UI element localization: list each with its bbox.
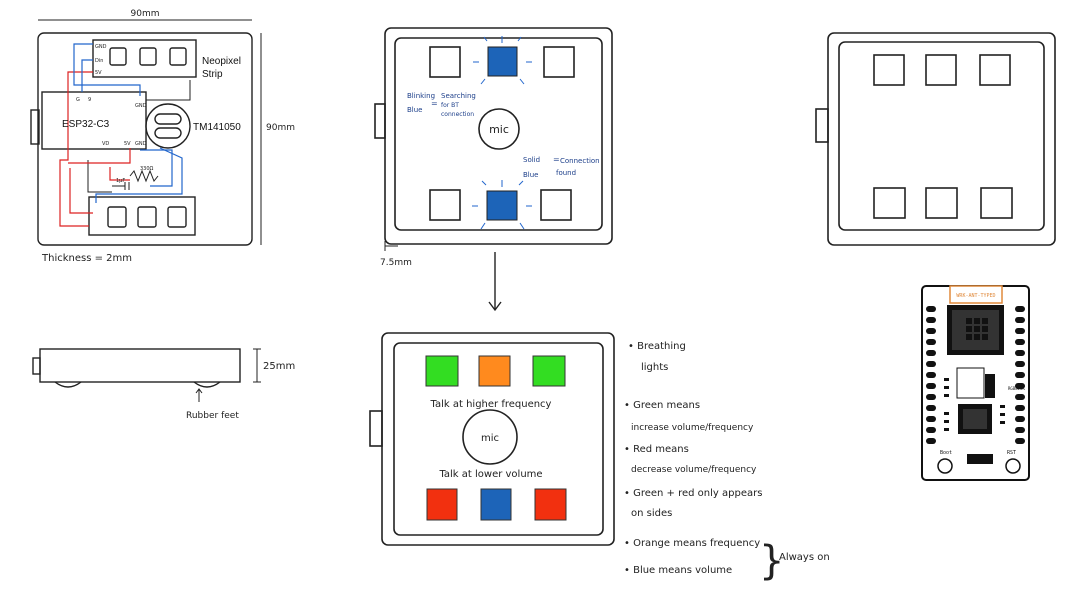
module-boot-label: Boot (940, 450, 952, 456)
resistor-label: 330Ω (140, 166, 154, 172)
bt-left-3: = (431, 99, 438, 108)
lower-volume-label: Talk at lower volume (438, 469, 542, 480)
higher-frequency-label: Talk at higher frequency (430, 399, 552, 410)
wiring-enclosure (37, 32, 253, 246)
device-bt-inner (394, 37, 603, 231)
bottom-neopixel-strip (88, 196, 196, 236)
led-bottom-mid (480, 488, 512, 521)
note-5: • Orange means frequency (624, 538, 760, 549)
red-wires (59, 71, 131, 227)
bt-right-1: Solid (523, 156, 540, 164)
device-bt-led-bottom (486, 190, 518, 221)
device-bt-led-top (487, 46, 518, 77)
note-6: • Blue means volume (624, 565, 732, 576)
bt-left-1: Blinking (407, 92, 435, 100)
device-empty (815, 32, 1056, 246)
neopixel-label-1: Neopixel (202, 56, 241, 67)
wiring-labels: 90mm 90mm Neopixel Strip ESP32-C3 TM1410… (41, 9, 295, 264)
device-bt-offset-label: 7.5mm (380, 258, 412, 268)
pin-ge: G (76, 97, 80, 103)
module-rst-label: RST (1007, 450, 1016, 456)
capacitor-label: 1µF (116, 178, 125, 184)
pin-gnd-esp2: GND (135, 141, 147, 147)
note-2b: increase volume/frequency (631, 423, 754, 433)
device-bt (374, 27, 613, 251)
bt-left-4: Searching (441, 92, 476, 100)
wiring-sketch (30, 19, 262, 246)
device-empty-inner (838, 41, 1045, 231)
note-4b: on sides (631, 508, 672, 519)
down-arrow (488, 252, 502, 312)
device-bt-mic-label: mic (489, 123, 509, 136)
device-empty-outer (827, 32, 1056, 246)
module-rst-button (1005, 458, 1021, 474)
neopixel-label-2: Strip (202, 69, 223, 80)
note-1b: lights (641, 362, 668, 373)
led-bottom-right (534, 488, 567, 521)
module-boot-button (937, 458, 953, 474)
wiring-height-label: 90mm (266, 123, 295, 133)
device-tune-mic-circle (462, 409, 518, 465)
esp32-label: ESP32-C3 (62, 119, 110, 130)
bt-left-6: connection (441, 111, 474, 118)
pin-5v-esp: 5V (124, 141, 131, 147)
device-bt-mic-circle (478, 108, 520, 150)
mic-part-label: TM141050 (193, 122, 241, 133)
device-tune-mic-label: mic (481, 433, 499, 444)
module-title: WRK-ANT-TYPED (956, 293, 995, 299)
bt-right-4: Connection (560, 157, 600, 165)
top-neopixel-strip (92, 39, 197, 78)
module-antenna (949, 285, 1003, 304)
wiring-width-label: 90mm (131, 9, 160, 19)
rubber-feet-label: Rubber feet (186, 411, 239, 421)
blue-wires (73, 43, 183, 203)
bt-right-3: = (553, 155, 560, 164)
note-brace: } (759, 538, 784, 584)
pin-9: 9 (88, 97, 91, 103)
pin-vd: VD (102, 141, 109, 147)
module-pins (926, 306, 1025, 444)
note-1a: • Breathing (628, 341, 686, 352)
led-bottom-left (426, 488, 458, 521)
led-top-right (532, 355, 566, 387)
bt-right-2: Blue (523, 171, 539, 179)
power-jack (30, 109, 40, 145)
note-4a: • Green + red only appears (624, 488, 762, 499)
note-3a: • Red means (624, 444, 689, 455)
bt-left-5: for BT (441, 102, 459, 109)
device-tune-inner (393, 342, 604, 536)
note-always-on: Always on (779, 552, 830, 563)
pin-din-top: Din (95, 58, 103, 64)
legend-notes: • Breathing lights • Green means increas… (624, 341, 830, 584)
pin-gnd-top: GND (95, 44, 107, 50)
esp32-module-photo: WRK-ANT-TYPED RGB8IOK Boot RST (921, 285, 1030, 481)
bt-left-2: Blue (407, 106, 423, 114)
side-body (39, 348, 241, 383)
note-2a: • Green means (624, 400, 700, 411)
side-view (32, 348, 261, 402)
note-3b: decrease volume/frequency (631, 465, 757, 475)
pin-gnd-esp: GND (135, 103, 147, 109)
thickness-label: Thickness = 2mm (41, 253, 132, 264)
led-top-left (425, 355, 459, 387)
mic-module-circle (145, 103, 191, 149)
bt-right-5: found (556, 169, 576, 177)
device-tune-leds (425, 355, 567, 521)
led-top-mid (478, 355, 511, 387)
device-tune (369, 332, 615, 546)
device-bt-glow-lines (472, 36, 532, 230)
device-bt-notes: Blinking Blue = Searching for BT connect… (407, 92, 600, 179)
side-height-label: 25mm (263, 361, 295, 372)
pin-5v-top: 5V (95, 70, 102, 76)
